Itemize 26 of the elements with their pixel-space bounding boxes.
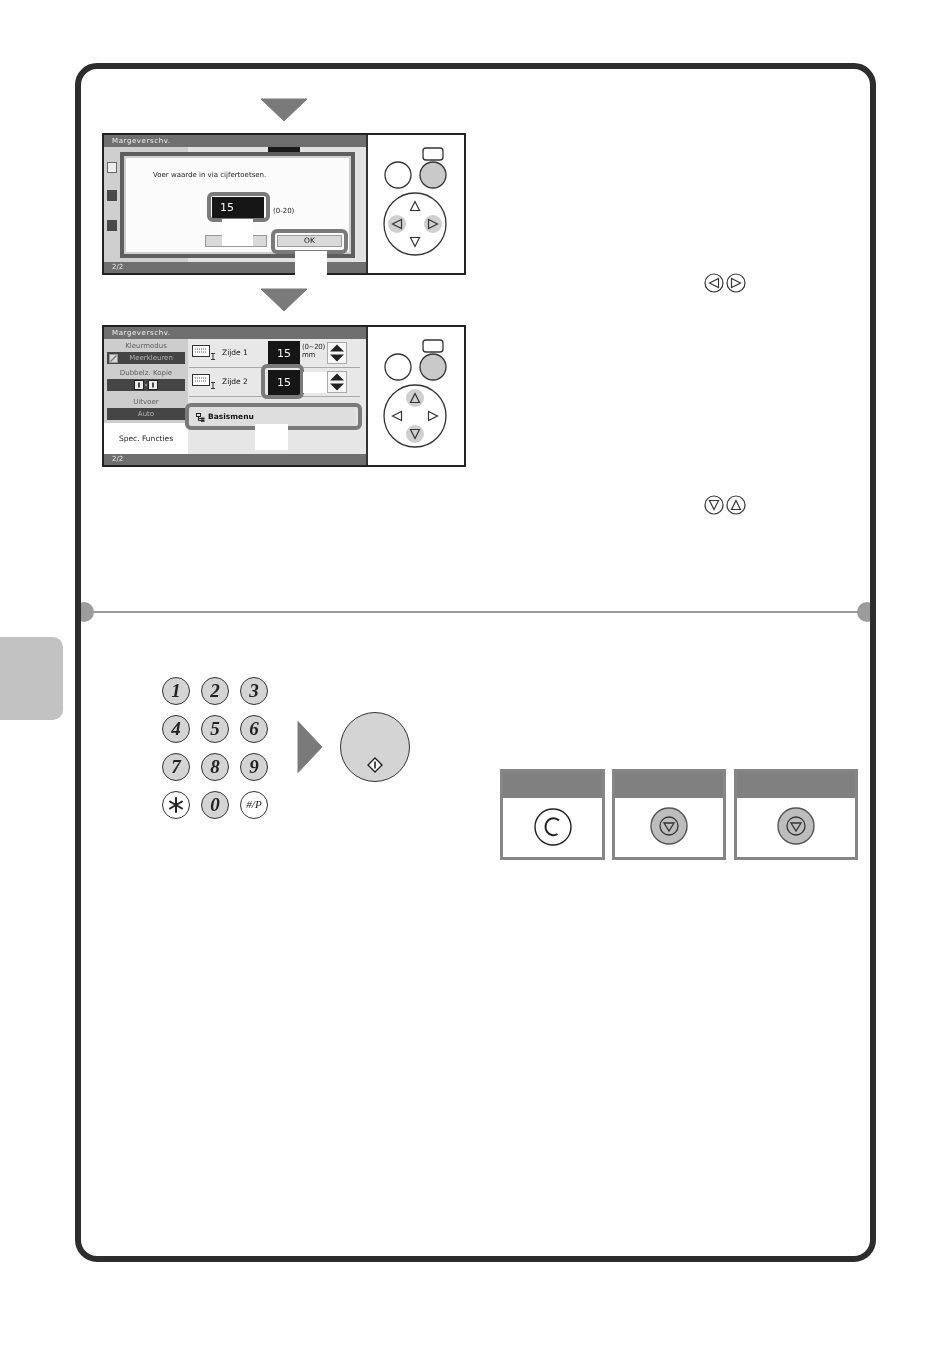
value-field: 15 bbox=[212, 197, 264, 218]
setting-group bbox=[104, 340, 188, 366]
keypad-key: 5 bbox=[201, 715, 229, 743]
keypad-key: 3 bbox=[240, 677, 268, 705]
arrow bbox=[260, 98, 308, 122]
arrow bbox=[297, 721, 323, 773]
keypad-key: 6 bbox=[240, 715, 268, 743]
chapter-tab bbox=[0, 637, 63, 720]
keypad-key bbox=[162, 791, 190, 819]
keypad-key: #/P bbox=[240, 791, 268, 819]
keypad-key: 0 bbox=[201, 791, 229, 819]
keypad-key: 8 bbox=[201, 753, 229, 781]
keypad-key: 9 bbox=[240, 753, 268, 781]
keypad-key: 1 bbox=[162, 677, 190, 705]
dialog-box bbox=[120, 152, 355, 258]
screenshot-panel bbox=[102, 133, 466, 275]
arrow bbox=[260, 288, 308, 312]
keypad-key: 4 bbox=[162, 715, 190, 743]
screenshot-panel bbox=[102, 325, 466, 467]
value-field: 15 bbox=[268, 341, 300, 366]
setting-group bbox=[104, 395, 188, 422]
setting-group bbox=[104, 368, 188, 393]
keypad-key: 7 bbox=[162, 753, 190, 781]
menu-row bbox=[189, 339, 360, 368]
value-field: 15 bbox=[268, 370, 300, 395]
keypad-key: 2 bbox=[201, 677, 229, 705]
